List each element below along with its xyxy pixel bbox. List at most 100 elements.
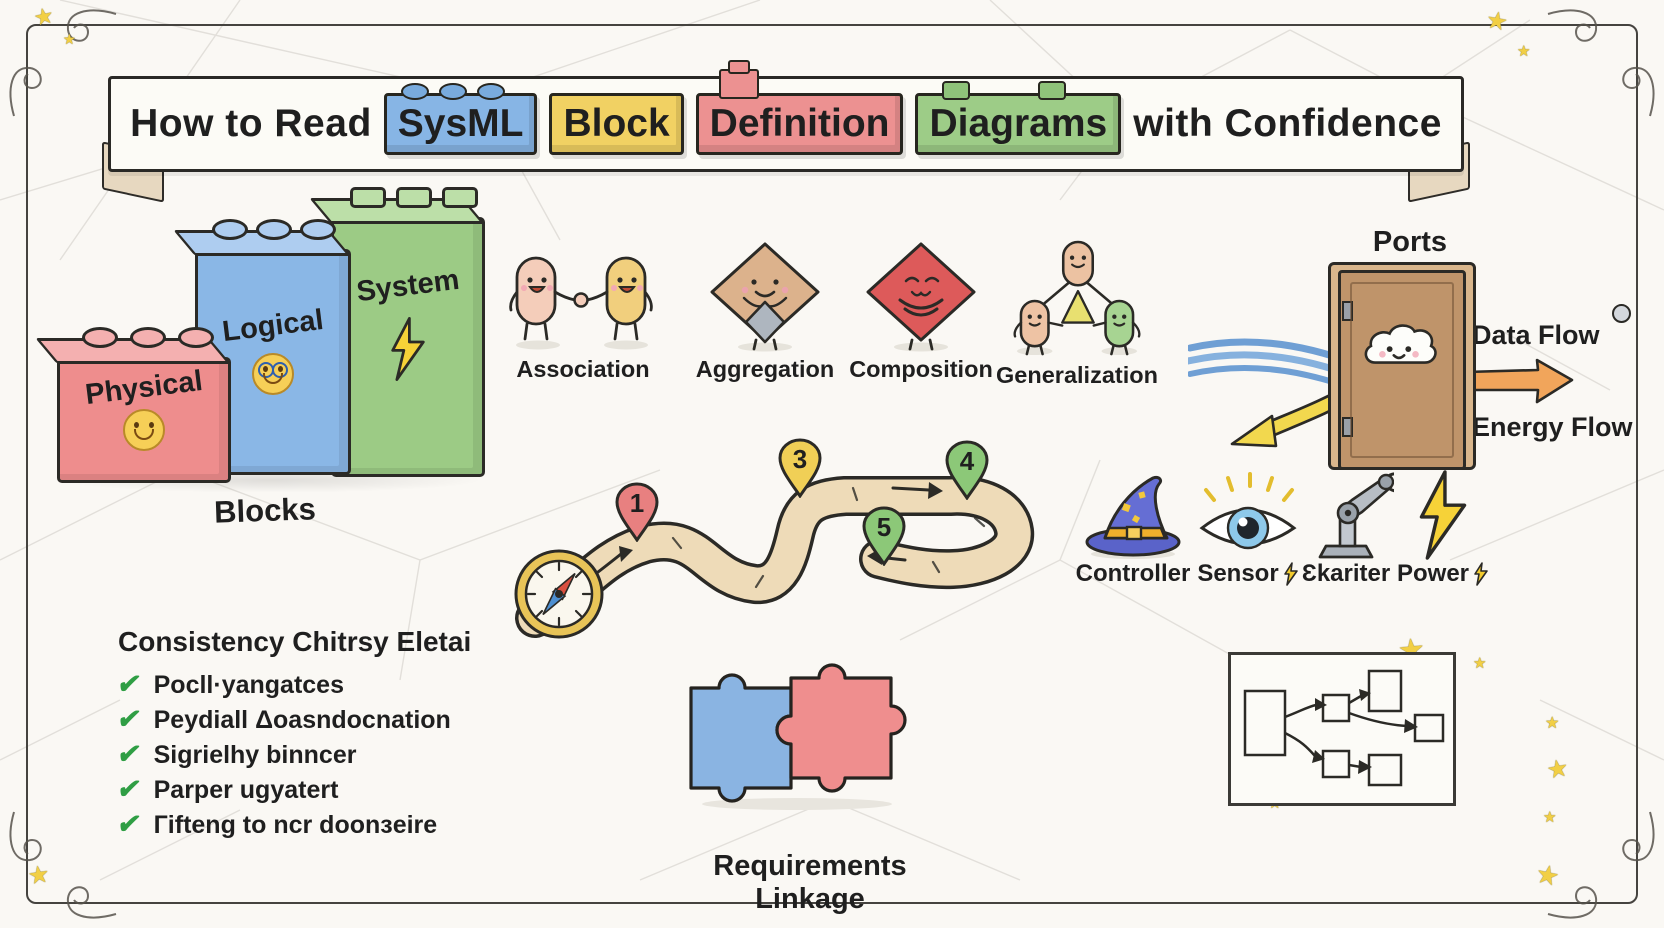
corner-swirl [9,811,117,919]
filled-diamond-character-icon [866,242,976,352]
relationship-label: Association [516,356,650,382]
relationship-association: Association [488,240,678,383]
relationship-label: Aggregation [695,356,835,382]
title-brick-sysml: SysML [383,83,538,155]
check-icon: ✔ [115,739,144,769]
check-icon: ✔ [115,809,144,839]
checklist-item: ✔ Peydiall Δoasndocnation [115,704,548,734]
checklist-item: ✔ Parper ugyatert [115,774,548,804]
door-knob [1612,304,1631,323]
lego-stud-icon [396,187,432,208]
lego-stud-icon [400,83,429,100]
brick-label: System [354,263,462,309]
milestone-number: 1 [629,488,645,518]
lego-stud-icon [438,83,467,100]
ports-title: Ports [1372,226,1448,258]
lego-stud-icon [350,187,386,208]
components-section: Controller Sensor [1075,468,1575,600]
star-icon: ★ [63,31,76,47]
star-icon: ★ [1483,6,1510,37]
mini-block-diagram [1228,652,1456,806]
star-icon: ★ [31,2,57,31]
checklist-item-text: Гifteng to ncr doonзeire [153,811,438,839]
winding-road-icon [515,475,1035,638]
component-controller: Controller [1075,468,1191,588]
lego-stud-icon [442,187,478,208]
hinge-icon [1342,417,1353,437]
energy-flow-label: Energy Flow [1472,412,1633,442]
brick-label: Physical [83,364,205,412]
checklist-title: Consistency Chitrsy Eletai [118,626,472,657]
checklist-item-text: Peydiall Δoasndocnation [153,706,451,734]
lego-stud-icon [178,327,214,348]
corner-swirl [1547,811,1655,919]
blocks-caption: Blocks [213,491,317,530]
title-brick-label: SysML [397,102,524,145]
blocks-section: System Logical Physical [35,187,495,535]
milestone-pin: 1 [614,482,660,542]
lightning-bolt-icon [391,317,425,381]
data-flow-label: Data Flow [1472,320,1600,350]
check-icon: ✔ [115,704,144,734]
eye [134,422,139,428]
milestone-pin: 5 [861,506,907,566]
checklist-item: ✔ Гifteng to ncr doonзeire [115,809,548,839]
lightning-bolt-icon [1474,562,1488,586]
title-brick-definition: Definition [695,60,904,155]
component-label: Controller [1075,560,1191,587]
relationship-label: Generalization [996,362,1158,388]
puzzle-pieces-icon [689,663,907,810]
reading-path-section: 1 3 4 5 [505,430,1050,642]
milestone-number: 5 [876,512,892,542]
title-brick-label: Diagrams [929,102,1108,145]
lego-stud-icon [130,327,166,348]
lego-stud-icon [476,83,505,100]
data-flow-arrow-icon [1464,358,1574,404]
checklist-item: ✔ Pocll·yangatces [115,669,548,699]
eye [149,422,154,428]
lego-stud-icon [1038,81,1067,100]
checklist-item-text: Parper ugyatert [153,776,339,804]
robot-arm-icon [1318,472,1394,559]
checklist-item-text: Sigrielhy binncer [153,741,357,769]
star-icon: ★ [1544,754,1571,785]
title-brick-label: Definition [709,102,890,145]
mouth [134,429,154,440]
relationship-composition: Composition [848,240,994,383]
component-actuator: Ɛkariter [1291,468,1401,588]
hollow-diamond-character-icon [710,242,820,352]
title-suffix: with Confidence [1133,102,1442,145]
smiley-face-icon [123,409,165,451]
relationship-generalization: Generalization [988,240,1166,389]
component-label: Sensor [1197,560,1279,587]
milestone-number: 4 [959,446,975,476]
title-banner: How to Read SysML Block Definition Diagr… [102,60,1470,203]
requirements-section: Requirements Linkage [655,640,965,915]
relationships-section: Association Aggregation [488,240,1178,416]
checklist-items: ✔ Pocll·yangatces ✔ Peydiall Δoasndocnat… [115,669,548,839]
requirements-label: Requirements Linkage [713,850,907,915]
star-icon: ★ [1545,715,1560,732]
brick-label: Logical [220,303,326,349]
lego-stud-icon [718,60,759,99]
cloud-face-icon [1364,324,1437,364]
relationship-aggregation: Aggregation [690,240,840,383]
compass-icon [514,549,604,639]
glasses-face-icon [252,353,294,395]
checklist: Consistency Chitrsy Eletai ✔ Pocll·yanga… [115,626,548,845]
star-icon: ★ [26,860,52,891]
lego-stud-icon [82,327,118,348]
door-icon [1338,270,1466,470]
mini-diagram-canvas [1243,669,1445,787]
title-brick-diagrams: Diagrams [915,81,1122,155]
mouth [263,373,283,384]
milestone-pin: 4 [944,440,990,500]
association-figures-icon [509,256,653,350]
title-brick-label: Block [563,102,670,145]
eye-icon [1199,472,1297,550]
title-banner-body: How to Read SysML Block Definition Diagr… [108,60,1464,172]
title-brick-block: Block [549,93,684,155]
lego-stud-icon [256,219,292,240]
star-icon: ★ [1543,809,1557,826]
